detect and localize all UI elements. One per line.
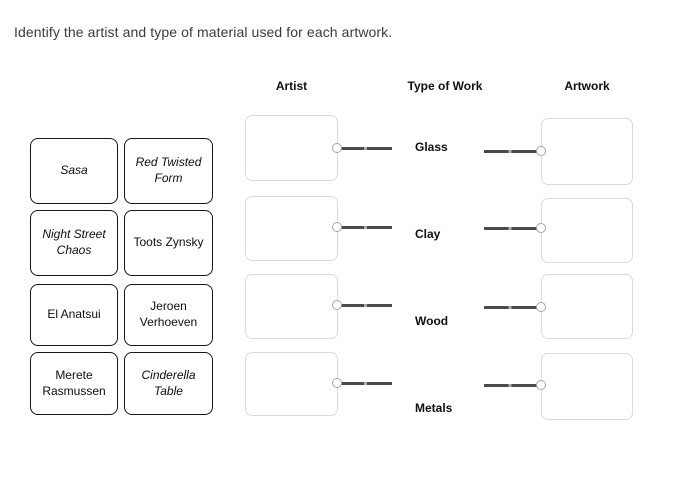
connector-endpoint bbox=[332, 378, 342, 388]
connector-endpoint bbox=[332, 222, 342, 232]
tile-jeroen-verhoeven[interactable]: Jeroen Verhoeven bbox=[124, 284, 213, 346]
connector-line bbox=[484, 305, 537, 309]
artwork-dropzone-3[interactable] bbox=[541, 274, 633, 339]
connector-line bbox=[484, 383, 537, 387]
type-label-wood: Wood bbox=[415, 314, 449, 328]
connector-line bbox=[340, 225, 392, 229]
connector-endpoint bbox=[536, 223, 546, 233]
type-label-clay: Clay bbox=[415, 227, 441, 241]
tile-cinderella-table[interactable]: Cinderella Table bbox=[124, 352, 213, 415]
artist-dropzone-3[interactable] bbox=[245, 274, 338, 339]
connector-endpoint bbox=[332, 300, 342, 310]
artwork-dropzone-4[interactable] bbox=[541, 353, 633, 420]
connector-line bbox=[340, 303, 392, 307]
tile-red-twisted-form[interactable]: Red Twisted Form bbox=[124, 138, 213, 204]
connector-endpoint bbox=[536, 380, 546, 390]
type-label-glass: Glass bbox=[415, 140, 448, 154]
type-label-metals: Metals bbox=[415, 401, 453, 415]
connector-endpoint bbox=[536, 146, 546, 156]
connector-line bbox=[340, 146, 392, 150]
tile-el-anatsui[interactable]: El Anatsui bbox=[30, 284, 118, 346]
instructions-text: Identify the artist and type of material… bbox=[14, 24, 393, 40]
column-header-artist: Artist bbox=[275, 79, 308, 93]
tile-night-street-chaos[interactable]: Night Street Chaos bbox=[30, 210, 118, 276]
artist-dropzone-2[interactable] bbox=[245, 196, 338, 261]
artist-dropzone-4[interactable] bbox=[245, 352, 338, 416]
tile-toots-zynsky[interactable]: Toots Zynsky bbox=[124, 210, 213, 276]
connector-line bbox=[340, 381, 392, 385]
artwork-dropzone-2[interactable] bbox=[541, 198, 633, 263]
column-header-artwork: Artwork bbox=[564, 79, 610, 93]
tile-sasa[interactable]: Sasa bbox=[30, 138, 118, 204]
artist-dropzone-1[interactable] bbox=[245, 115, 338, 181]
connector-line bbox=[484, 226, 537, 230]
artwork-dropzone-1[interactable] bbox=[541, 118, 633, 185]
connector-endpoint bbox=[332, 143, 342, 153]
tile-merete-rasmussen[interactable]: Merete Rasmussen bbox=[30, 352, 118, 415]
column-header-type-of-work: Type of Work bbox=[407, 79, 483, 93]
connector-endpoint bbox=[536, 302, 546, 312]
connector-line bbox=[484, 149, 537, 153]
